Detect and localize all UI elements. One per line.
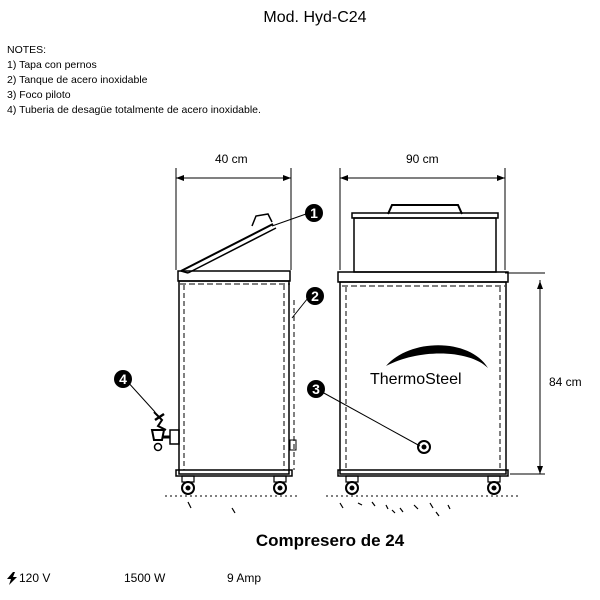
note-item: 4) Tuberia de desagüe totalmente de acer… <box>7 104 261 116</box>
note-item: 1) Tapa con pernos <box>7 59 97 71</box>
callout-3: 3 <box>307 380 325 398</box>
height-label: 84 cm <box>549 375 582 389</box>
model-title: Mod. Hyd-C24 <box>263 9 367 26</box>
note-item: 3) Foco piloto <box>7 89 71 101</box>
callout-4: 4 <box>114 370 132 388</box>
voltage-value: 120 V <box>19 571 51 585</box>
notes-block: NOTES: 1) Tapa con pernos 2) Tanque de a… <box>7 43 261 118</box>
svg-text:3: 3 <box>312 381 320 397</box>
front-width-label: 90 cm <box>406 152 439 166</box>
power-value: 1500 W <box>124 571 166 585</box>
svg-text:2: 2 <box>311 288 319 304</box>
note-item: 2) Tanque de acero inoxidable <box>7 74 148 86</box>
svg-text:1: 1 <box>310 205 318 221</box>
front-view <box>326 168 545 517</box>
lightning-bolt-icon <box>7 572 17 588</box>
side-width-label: 40 cm <box>215 152 248 166</box>
notes-heading: NOTES: <box>7 44 47 56</box>
brand-name: ThermoSteel <box>370 371 462 388</box>
caption: Compresero de 24 <box>255 531 405 550</box>
current-value: 9 Amp <box>227 571 262 585</box>
side-view <box>150 168 300 514</box>
callout-leaders <box>125 213 421 447</box>
callout-1: 1 <box>305 204 323 222</box>
electrical-specs: 120 V 1500 W 9 Amp <box>7 571 307 587</box>
thermosteel-logo: ThermoSteel <box>370 345 488 388</box>
callout-2: 2 <box>306 287 324 305</box>
svg-text:4: 4 <box>119 371 127 387</box>
